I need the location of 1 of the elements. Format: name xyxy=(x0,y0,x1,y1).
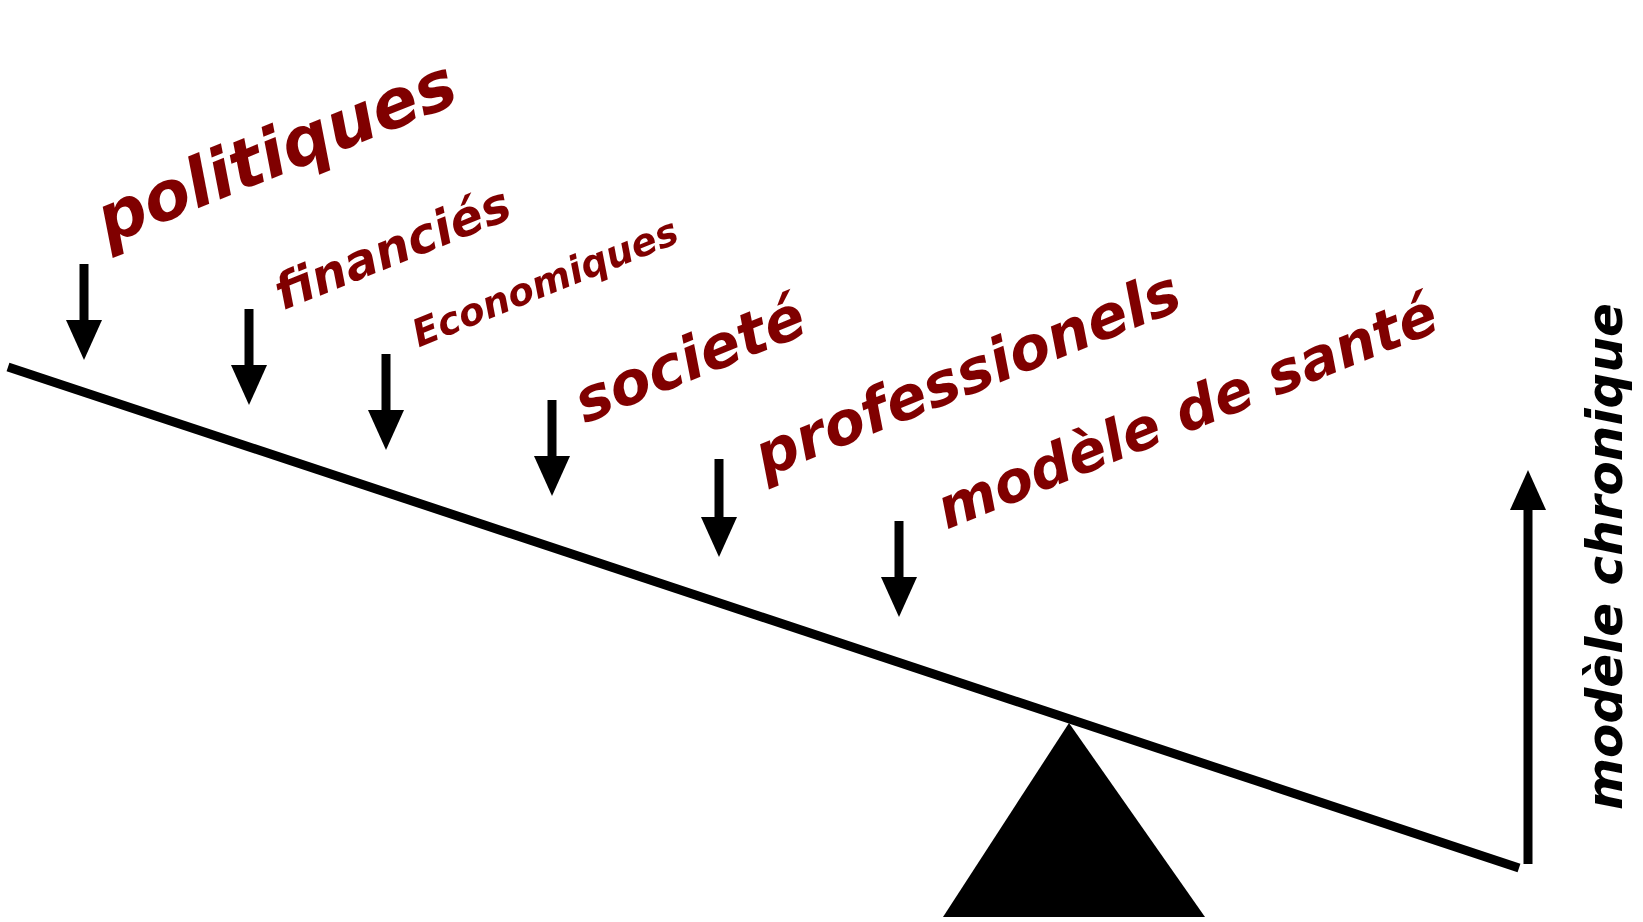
label-text: modèle chronique xyxy=(1580,303,1630,810)
